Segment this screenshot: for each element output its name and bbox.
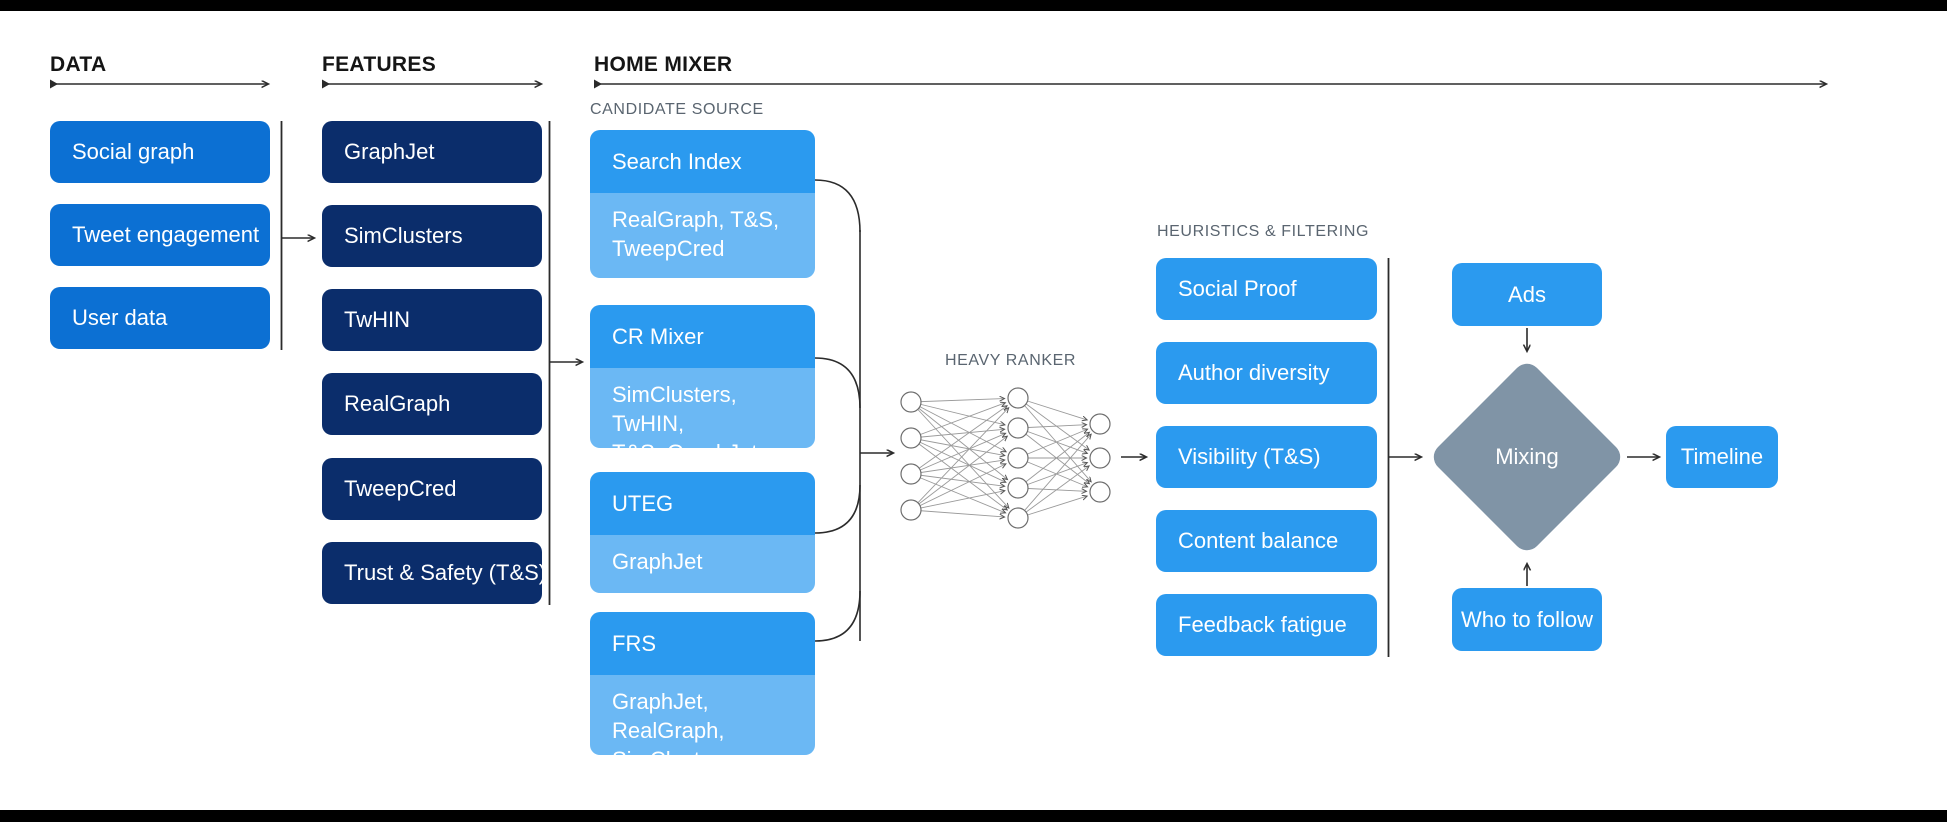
network-node [1007, 387, 1029, 409]
network-node [900, 499, 922, 521]
network-node [1007, 417, 1029, 439]
network-node [1089, 447, 1111, 469]
input-line: SimClusters, TwHIN, [612, 382, 737, 436]
candidate-frs-inputs: GraphJet, RealGraph, SimClusters [590, 675, 815, 755]
heavy-ranker-network [900, 387, 1111, 529]
top-black-bar [0, 0, 1947, 11]
ads-node: Ads [1452, 263, 1602, 326]
input-line: SimClusters [612, 745, 797, 755]
candidate-cr-mixer-title: CR Mixer [590, 305, 815, 368]
input-line: TweepCred [612, 236, 725, 261]
data-node-social-graph: Social graph [50, 121, 270, 183]
candidate-frs: FRS GraphJet, RealGraph, SimClusters [590, 612, 815, 755]
candidate-search-index: Search Index RealGraph, T&S, TweepCred [590, 130, 815, 278]
network-node [1089, 481, 1111, 503]
candidate-search-index-title: Search Index [590, 130, 815, 193]
candidate-frs-title: FRS [590, 612, 815, 675]
candidate-uteg: UTEG GraphJet [590, 472, 815, 593]
input-line: T&S, GraphJet [612, 438, 797, 448]
input-line: GraphJet [612, 549, 703, 574]
data-axis [50, 79, 268, 89]
candidate-uteg-inputs: GraphJet [590, 535, 815, 593]
candidate-cr-mixer: CR Mixer SimClusters, TwHIN, T&S, GraphJ… [590, 305, 815, 448]
heavy-ranker-label: HEAVY RANKER [944, 352, 1077, 369]
network-node [1007, 507, 1029, 529]
feature-node-twhin: TwHIN [322, 289, 542, 351]
network-node [900, 463, 922, 485]
input-line: RealGraph, T&S, [612, 207, 780, 232]
heuristic-node-social-proof: Social Proof [1156, 258, 1377, 320]
section-title-data: DATA [50, 53, 107, 76]
section-title-features: FEATURES [322, 53, 437, 76]
feature-node-simclusters: SimClusters [322, 205, 542, 267]
network-node [1089, 413, 1111, 435]
section-title-home-mixer: HOME MIXER [594, 53, 733, 76]
feature-node-graphjet: GraphJet [322, 121, 542, 183]
feature-node-tweepcred: TweepCred [322, 458, 542, 520]
heuristics-filtering-label: HEURISTICS & FILTERING [1157, 223, 1370, 240]
network-node [1007, 477, 1029, 499]
who-to-follow-node: Who to follow [1452, 588, 1602, 651]
network-node [900, 391, 922, 413]
feature-node-trust-safety: Trust & Safety (T&S) [322, 542, 546, 604]
timeline-node: Timeline [1666, 426, 1778, 488]
bottom-black-bar [0, 810, 1947, 822]
network-node [900, 427, 922, 449]
feature-node-realgraph: RealGraph [322, 373, 542, 435]
mixing-diamond: Mixing [1428, 358, 1626, 556]
heuristic-node-visibility: Visibility (T&S) [1156, 426, 1377, 488]
data-node-user-data: User data [50, 287, 270, 349]
heuristic-node-author-diversity: Author diversity [1156, 342, 1377, 404]
heuristic-node-content-balance: Content balance [1156, 510, 1377, 572]
candidate-source-label: CANDIDATE SOURCE [590, 101, 764, 118]
heuristic-node-feedback-fatigue: Feedback fatigue [1156, 594, 1377, 656]
input-line: GraphJet, RealGraph, [612, 689, 725, 743]
mixing-label: Mixing [1495, 444, 1559, 469]
candidate-collector-curves [814, 179, 861, 642]
candidate-cr-mixer-inputs: SimClusters, TwHIN, T&S, GraphJet [590, 368, 815, 448]
network-node [1007, 447, 1029, 469]
home-mixer-axis [594, 79, 1826, 89]
candidate-uteg-title: UTEG [590, 472, 815, 535]
data-node-tweet-engagement: Tweet engagement [50, 204, 270, 266]
features-axis [322, 79, 541, 89]
candidate-search-index-inputs: RealGraph, T&S, TweepCred [590, 193, 815, 278]
